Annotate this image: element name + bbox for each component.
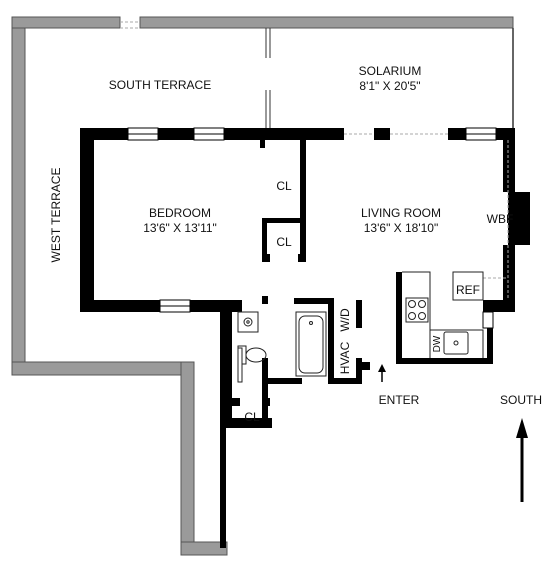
- label-dw: DW: [432, 335, 443, 352]
- label-south-terrace: SOUTH TERRACE: [109, 78, 211, 92]
- label-ref: REF: [456, 283, 480, 297]
- kitchen-sink-icon: [443, 331, 469, 355]
- exterior-walls: [80, 128, 530, 548]
- parapet-south-west: [11, 361, 195, 376]
- label-closet-2: CL: [276, 235, 292, 249]
- label-bedroom: BEDROOM: [149, 206, 211, 220]
- label-hvac: HVAC: [338, 341, 352, 374]
- sink-icon: [237, 311, 259, 333]
- terrace-parapet: [11, 16, 514, 556]
- parapet-bottom: [180, 541, 228, 556]
- label-bedroom-dims: 13'6" X 13'11": [143, 221, 217, 235]
- north-arrow-icon: [516, 418, 528, 502]
- label-enter: ENTER: [379, 393, 420, 407]
- label-west-terrace: WEST TERRACE: [49, 168, 63, 263]
- entry-arrow-icon: [378, 364, 386, 382]
- bathroom-fixtures: [237, 311, 327, 377]
- label-wbf: WBF: [487, 212, 514, 226]
- parapet-west: [11, 16, 26, 376]
- label-living-room-dims: 13'6" X 18'10": [364, 221, 439, 235]
- label-closet-3: CL: [244, 410, 260, 424]
- parapet-north-right: [139, 16, 514, 29]
- stove-icon: [405, 297, 429, 323]
- bathtub-icon: [295, 311, 327, 377]
- parapet-lower-west: [180, 361, 195, 556]
- solarium-divider: [265, 28, 271, 128]
- kitchen-window: [482, 311, 494, 329]
- label-solarium: SOLARIUM: [359, 64, 422, 78]
- label-wd: W/D: [338, 308, 352, 332]
- label-south: SOUTH: [500, 393, 542, 407]
- kitchen-counter: [402, 271, 484, 358]
- refrigerator: [452, 271, 484, 301]
- label-living-room: LIVING ROOM: [361, 206, 441, 220]
- fireplace: [508, 192, 530, 245]
- label-solarium-dims: 8'1" X 20'5": [359, 79, 420, 93]
- parapet-north-left: [11, 16, 121, 29]
- label-closet-1: CL: [276, 179, 292, 193]
- interior-walls: [232, 140, 493, 418]
